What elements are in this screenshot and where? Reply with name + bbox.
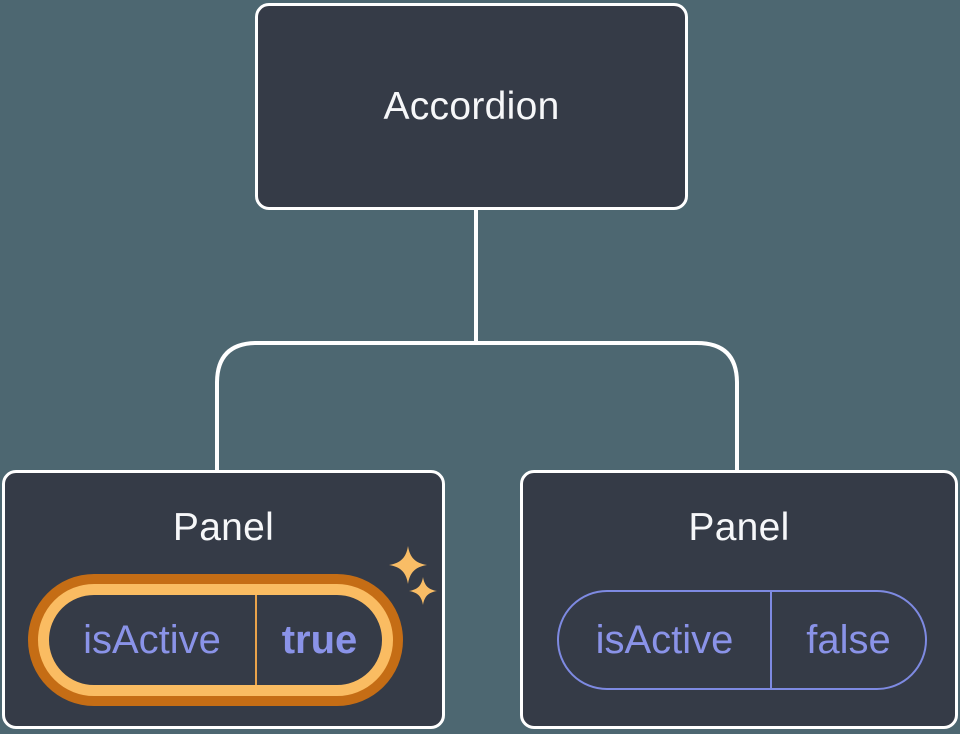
accordion-node: Accordion: [255, 3, 688, 210]
accordion-node-label: Accordion: [383, 84, 560, 128]
state-pill-active: isActive true: [38, 584, 393, 696]
state-prop-value: false: [806, 617, 891, 662]
state-prop-name: isActive: [595, 617, 734, 662]
state-pill-divider: [770, 592, 772, 688]
sparkle-icon-large: [389, 546, 427, 584]
connector-branch: [215, 341, 739, 471]
panel-node-active: Panel isActive true: [2, 470, 445, 729]
panel-node-label: Panel: [688, 506, 790, 549]
panel-node-inactive: Panel isActive false: [520, 470, 958, 729]
state-pill-inactive: isActive false: [557, 590, 927, 690]
state-prop-value: true: [281, 617, 358, 662]
sparkle-icon-small: [409, 577, 437, 605]
state-prop-name: isActive: [83, 617, 221, 662]
state-pill-divider: [255, 595, 257, 685]
panel-node-label: Panel: [172, 506, 275, 549]
